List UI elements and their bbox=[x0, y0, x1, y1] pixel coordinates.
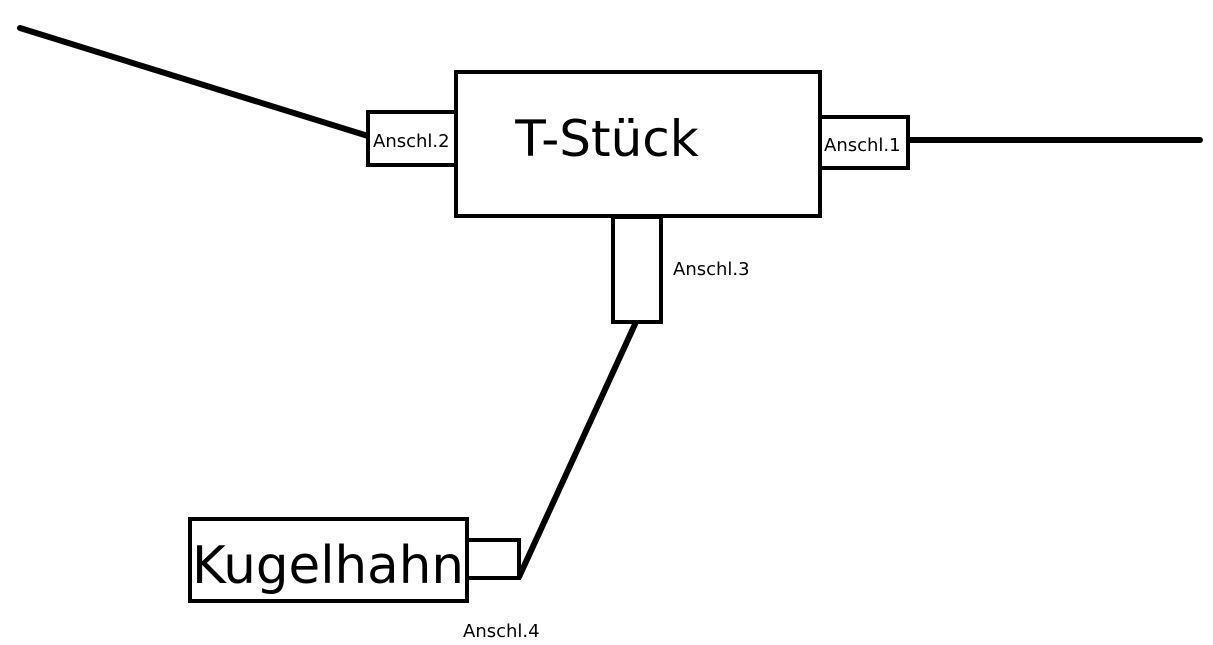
port-anschl3-label: Anschl.3 bbox=[673, 259, 750, 280]
port-anschl4-label: Anschl.4 bbox=[463, 621, 540, 642]
port-anschl2-label: Anschl.2 bbox=[373, 131, 450, 152]
port-anschl1-label: Anschl.1 bbox=[824, 135, 901, 156]
port-anschl2 bbox=[366, 110, 458, 167]
tstueck-label: T-Stück bbox=[514, 110, 699, 168]
pipe-left bbox=[17, 25, 371, 139]
pipe-to-kugelhahn bbox=[516, 319, 639, 580]
port-anschl1 bbox=[818, 115, 910, 170]
port-anschl4 bbox=[465, 538, 521, 580]
port-anschl3 bbox=[611, 215, 663, 324]
kugelhahn-label: Kugelhahn bbox=[192, 536, 464, 596]
